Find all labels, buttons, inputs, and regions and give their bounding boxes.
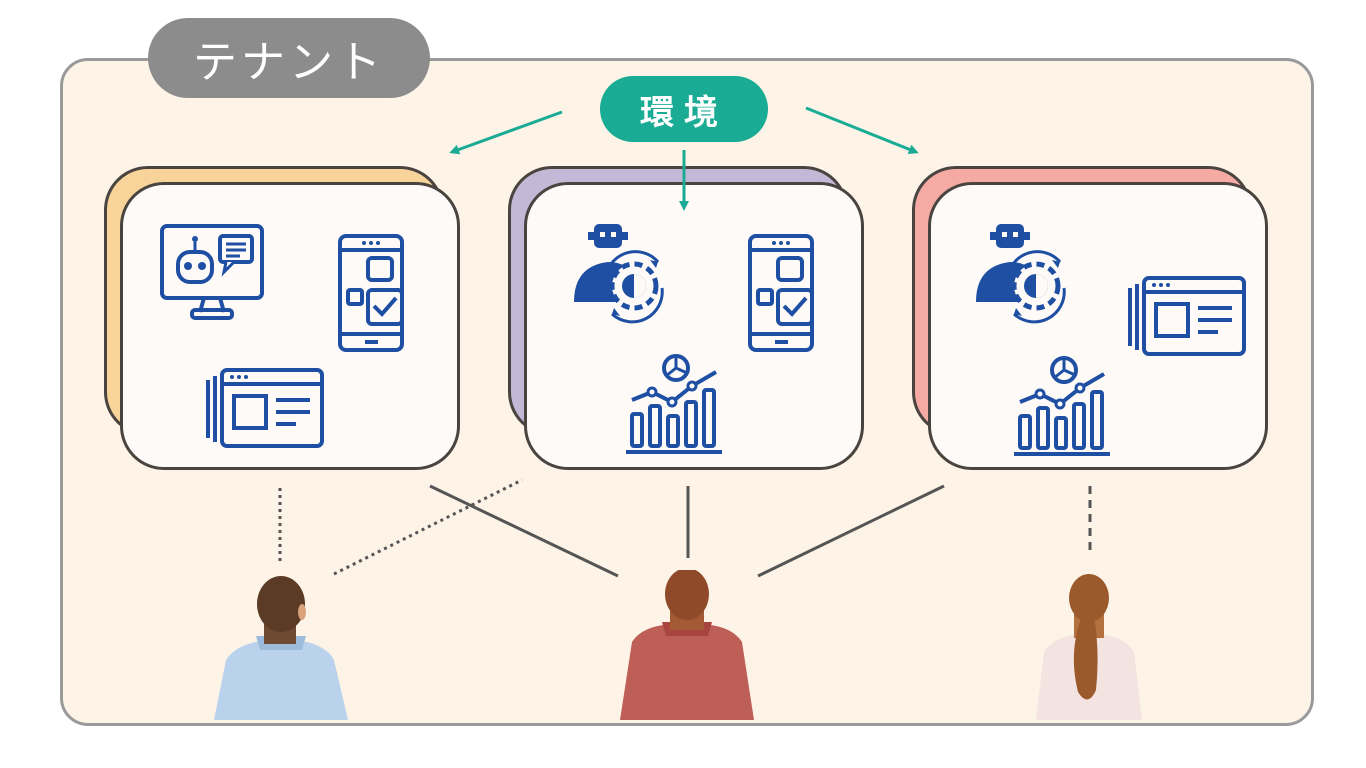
access-line-user2-env3 (757, 484, 945, 578)
environment-label: 環境 (600, 76, 768, 142)
tenant-label: テナント (148, 18, 430, 98)
access-line-user1-env2 (333, 478, 523, 576)
access-line-user2-env1 (429, 484, 619, 578)
person-blue-shirt-icon (214, 576, 348, 720)
person-ponytail-icon (1036, 574, 1142, 720)
env-arrow-right (805, 106, 919, 155)
person-red-shirt-icon (620, 570, 754, 720)
env-arrow-left (449, 110, 563, 155)
